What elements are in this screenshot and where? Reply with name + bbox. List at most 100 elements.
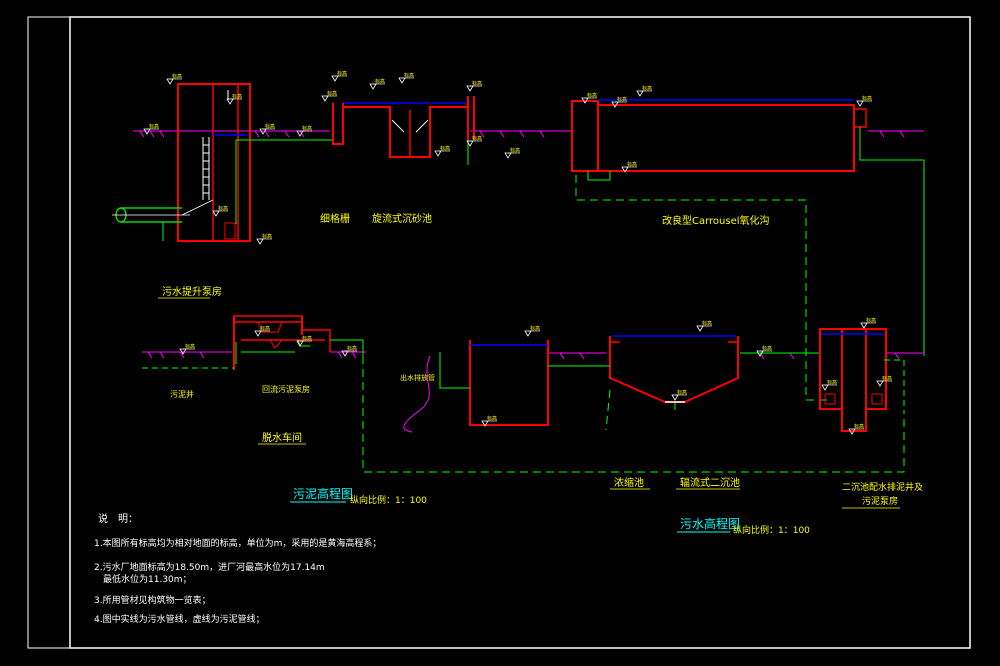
- elevation-tag: 标高: [821, 379, 837, 391]
- elevation-tag-text: 标高: [262, 233, 272, 240]
- elevation-tag: 标高: [671, 389, 687, 401]
- elevation-tag-text: 标高: [862, 95, 872, 102]
- dewatering-structure: [142, 315, 364, 370]
- elevation-tag-text: 标高: [232, 93, 242, 100]
- elevation-tag-text: 标高: [327, 90, 337, 97]
- elevation-tag-text: 标高: [472, 135, 482, 142]
- elevation-tag: 标高: [398, 72, 414, 84]
- elevation-tag-text: 标高: [260, 325, 270, 332]
- elevation-tag: 标高: [524, 325, 540, 337]
- elevation-tag: 标高: [466, 135, 482, 147]
- elevation-tag: 标高: [341, 345, 357, 357]
- elevation-tag: 标高: [481, 415, 497, 427]
- notes-heading: 说 明：: [98, 512, 138, 525]
- label-sludge-thickener: 浓缩池: [614, 476, 644, 489]
- title-sewage-scale: 纵向比例：1：100: [733, 524, 810, 536]
- elevation-tag: 标高: [696, 320, 712, 332]
- elevation-tag-text: 标高: [617, 96, 627, 103]
- elevation-tag-text: 标高: [510, 147, 520, 154]
- elevation-tag-text: 标高: [302, 335, 312, 342]
- elevation-tag: 标高: [254, 325, 270, 337]
- note-item-2: 2.污水厂地面标高为18.50m，进厂河最高水位为17.14m: [94, 561, 325, 573]
- label-sludge-pump-room: 回流污泥泵房: [262, 384, 310, 394]
- elevation-tag-text: 标高: [762, 345, 772, 352]
- elevation-tag: 标高: [876, 375, 892, 387]
- note-item-5: 4.图中实线为污水管线，虚线为污泥管线；: [94, 613, 265, 625]
- elevation-tag-text: 标高: [587, 92, 597, 99]
- elevation-tag-text: 标高: [404, 72, 414, 79]
- elevation-tag: 标高: [369, 78, 385, 90]
- lift-pump-room-structure: [177, 83, 333, 242]
- elevation-tag: 标高: [296, 335, 312, 347]
- elevation-tag: 标高: [321, 90, 337, 102]
- elevation-tag: 标高: [466, 80, 482, 92]
- elevation-tag-text: 标高: [642, 85, 652, 92]
- elevation-tag-text: 标高: [185, 343, 195, 350]
- elevation-tag: 标高: [848, 423, 864, 435]
- elevation-tag-text: 标高: [702, 320, 712, 327]
- label-return-pump-room-2: 污泥泵房: [862, 495, 898, 507]
- elevation-tag-text: 标高: [218, 205, 228, 212]
- elevation-tag: 标高: [611, 96, 627, 108]
- label-grit-chamber: 旋流式沉砂池: [372, 212, 432, 225]
- distribution-well-structure: [819, 328, 905, 432]
- title-sludge-profile: 污泥高程图: [293, 486, 353, 501]
- elevation-tags: 标高标高标高标高标高标高标高标高标高标高标高标高标高标高标高标高标高标高标高标高…: [143, 70, 892, 435]
- grit-chamber-structure: [342, 96, 475, 165]
- elevation-tag: 标高: [581, 92, 597, 104]
- elevation-tag: 标高: [166, 73, 182, 85]
- elevation-tag: 标高: [143, 123, 159, 135]
- label-oxidation-ditch: 改良型Carrousel氧化沟: [662, 214, 770, 227]
- elevation-tag-text: 标高: [347, 345, 357, 352]
- label-lift-pump-room: 污水提升泵房: [162, 285, 222, 298]
- elevation-tag-text: 标高: [882, 375, 892, 382]
- elevation-tag: 标高: [756, 345, 772, 357]
- sludge-thickener-structure: [403, 340, 549, 433]
- elevation-tag: 标高: [504, 147, 520, 159]
- elevation-tag-text: 标高: [440, 145, 450, 152]
- note-item-4: 3.所用管材见构筑物一览表；: [94, 594, 211, 606]
- elevation-tag: 标高: [636, 85, 652, 97]
- elevation-tag-text: 标高: [530, 325, 540, 332]
- elevation-tag: 标高: [856, 95, 872, 107]
- label-secondary-clarifier: 辐流式二沉池: [680, 476, 740, 489]
- elevation-tag: 标高: [212, 205, 228, 217]
- note-item-1: 1.本图所有标高均为相对地面的标高，单位为m，采用的是黄海高程系；: [94, 537, 381, 549]
- elevation-tag: 标高: [331, 70, 347, 82]
- elevation-tag: 标高: [621, 161, 637, 173]
- elevation-tag-text: 标高: [302, 125, 312, 132]
- elevation-tag-text: 标高: [172, 73, 182, 80]
- elevation-tag: 标高: [179, 343, 195, 355]
- elevation-tag-text: 标高: [827, 379, 837, 386]
- secondary-clarifier-structure: [548, 335, 820, 410]
- elevation-tag-text: 标高: [337, 70, 347, 77]
- fine-screen-structure: [332, 102, 390, 145]
- elevation-tag-text: 标高: [677, 389, 687, 396]
- label-return-pump-room-1: 二沉池配水排泥井及: [842, 481, 923, 493]
- elevation-tag-text: 标高: [866, 317, 876, 324]
- elevation-tag-text: 标高: [149, 123, 159, 130]
- inner-frame: [69, 16, 971, 649]
- elevation-tag: 标高: [226, 93, 242, 105]
- elevation-tag: 标高: [434, 145, 450, 157]
- inlet-pipe: [112, 199, 214, 241]
- label-sludge-well: 污泥井: [170, 389, 194, 399]
- elevation-tag-text: 标高: [487, 415, 497, 422]
- elevation-tag: 标高: [296, 125, 312, 137]
- label-dewatering-room: 脱水车间: [262, 431, 302, 444]
- note-item-3: 最低水位为11.30m；: [94, 573, 192, 585]
- sludge-pipes: [362, 175, 905, 473]
- label-fine-screen: 细格栅: [320, 212, 350, 225]
- label-outfall: 出水排放管: [400, 373, 435, 382]
- elevation-tag: 标高: [256, 233, 272, 245]
- elevation-tag-text: 标高: [854, 423, 864, 430]
- elevation-tag-text: 标高: [627, 161, 637, 168]
- elevation-tag-text: 标高: [472, 80, 482, 87]
- oxidation-ditch-structure: [571, 99, 925, 356]
- ground-lines-bottom: [142, 351, 924, 360]
- elevation-tag: 标高: [860, 317, 876, 329]
- title-sludge-scale: 纵向比例：1：100: [350, 494, 427, 506]
- elevation-tag: 标高: [259, 123, 275, 135]
